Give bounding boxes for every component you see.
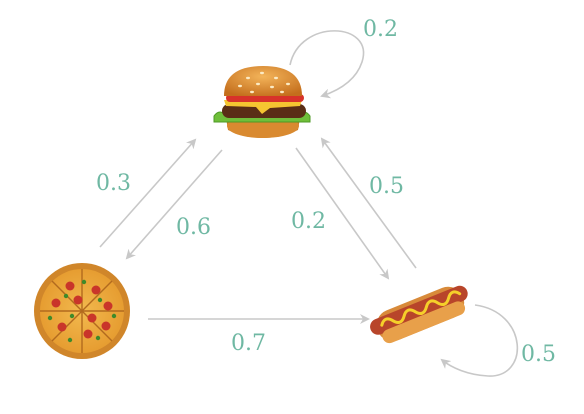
edge-label-hotdog-hotdog: 0.5 <box>521 342 556 367</box>
hotdog-icon <box>370 285 468 344</box>
edge-label-burger-hotdog: 0.2 <box>291 209 326 234</box>
burger-icon <box>213 66 311 138</box>
edge-label-burger-pizza: 0.6 <box>176 215 211 240</box>
edge-label-hotdog-burger: 0.5 <box>369 174 404 199</box>
edge-hotdog-hotdog <box>440 304 519 377</box>
edge-pizza-burger <box>99 138 197 248</box>
edge-label-pizza-hotdog: 0.7 <box>231 331 266 356</box>
edge-label-pizza-burger: 0.3 <box>96 171 131 196</box>
edge-burger-burger <box>289 30 365 99</box>
edge-hotdog-burger <box>320 137 417 269</box>
edge-burger-pizza <box>125 149 223 260</box>
edge-burger-hotdog <box>295 147 390 280</box>
pizza-icon <box>34 263 130 359</box>
edge-label-burger-burger: 0.2 <box>363 17 398 42</box>
